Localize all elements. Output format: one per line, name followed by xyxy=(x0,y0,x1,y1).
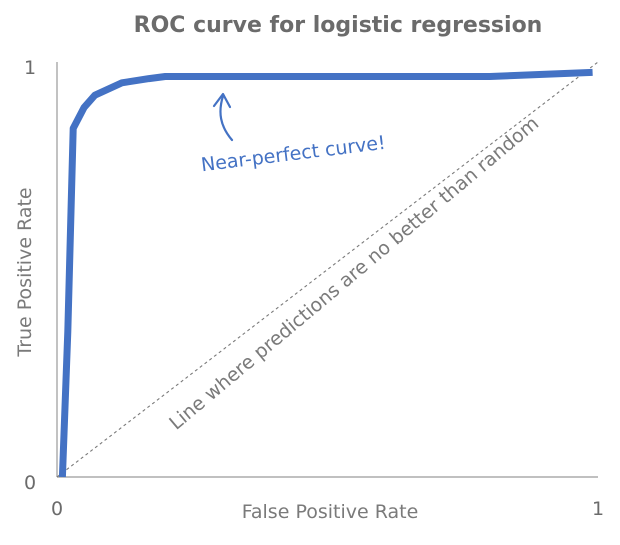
curve-annotation-arrowhead xyxy=(212,92,232,109)
x-axis-label: False Positive Rate xyxy=(242,501,419,523)
y-tick-label-min: 0 xyxy=(24,472,36,494)
roc-curve-line xyxy=(58,68,593,478)
curve-annotation-arrow xyxy=(219,94,234,142)
chart-title: ROC curve for logistic regression xyxy=(134,13,543,38)
curve-annotation: Near-perfect curve! xyxy=(200,132,387,176)
y-axis-label: True Positive Rate xyxy=(14,187,36,357)
x-tick-label-min: 0 xyxy=(51,498,63,520)
x-tick-label-max: 1 xyxy=(592,498,604,520)
y-tick-label-max: 1 xyxy=(24,57,36,79)
